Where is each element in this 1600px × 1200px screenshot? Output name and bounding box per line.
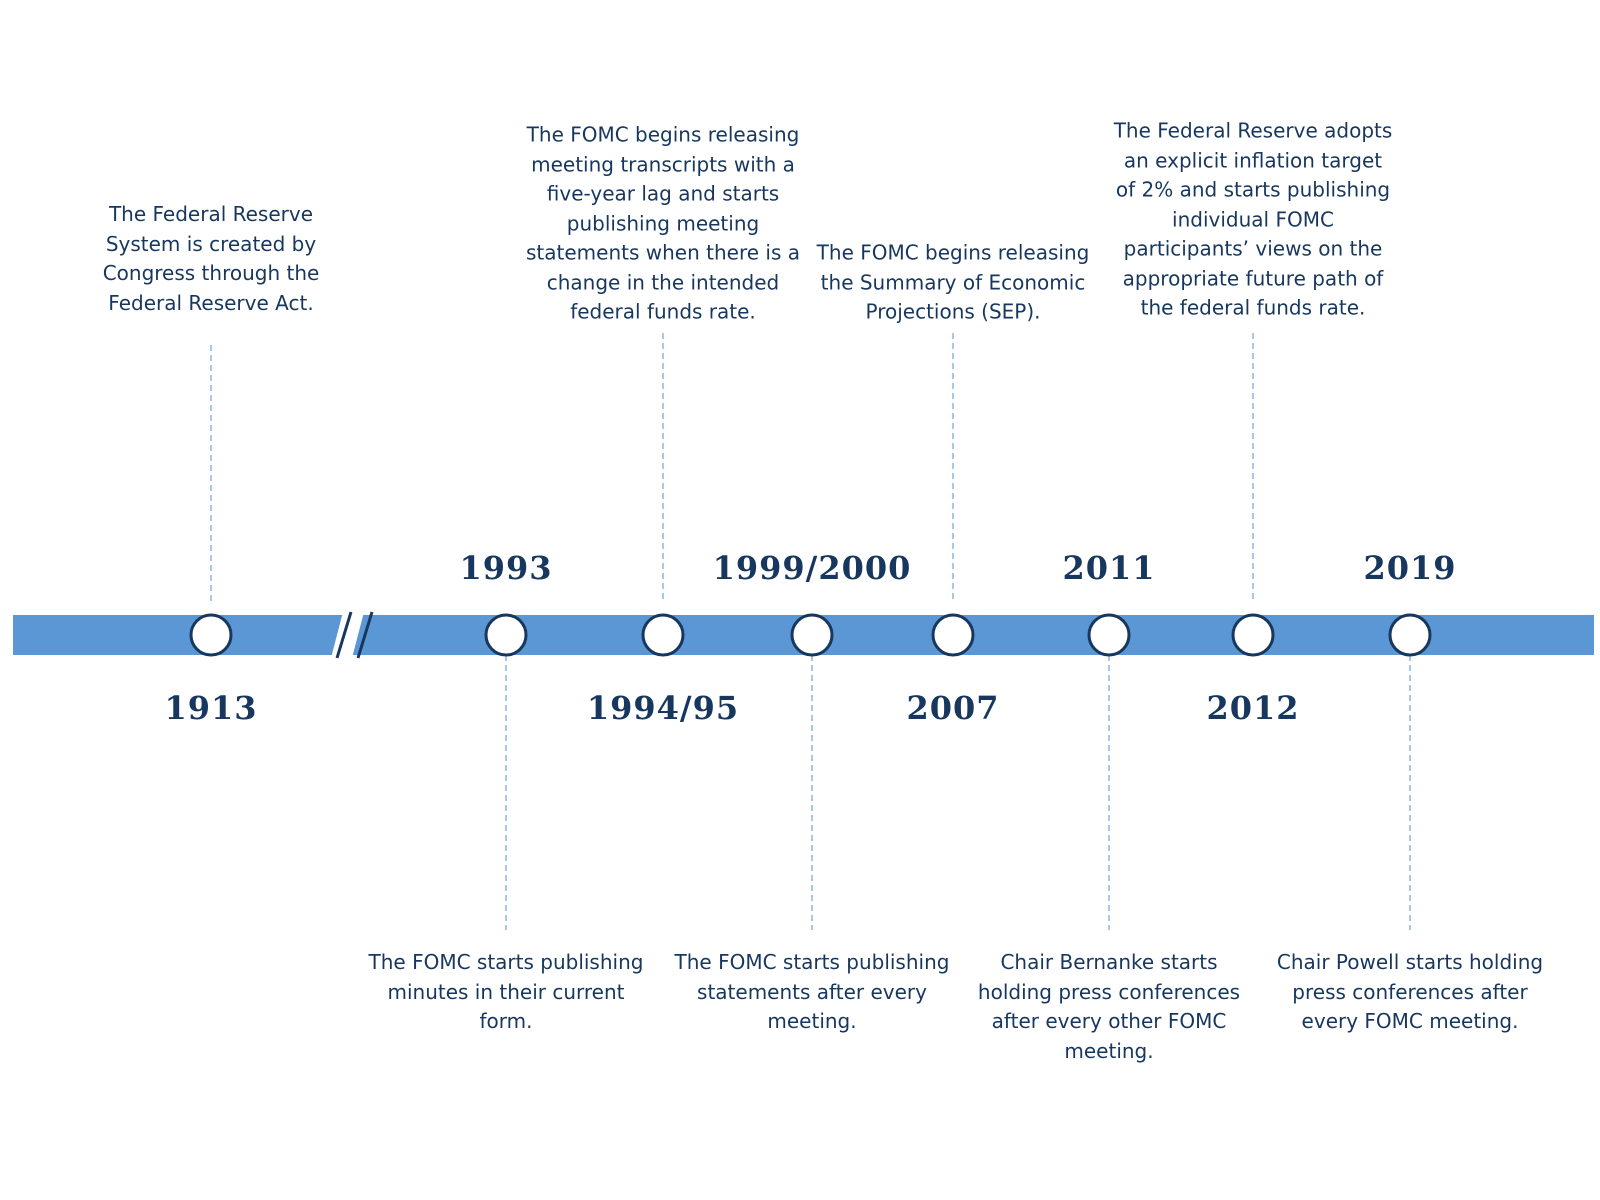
- event-year: 2007: [906, 689, 1000, 727]
- event-description: The FOMC begins releasing the Summary of…: [816, 240, 1090, 324]
- event-description: The Federal Reserve adopts an explicit i…: [1113, 118, 1393, 320]
- event-description: Chair Powell starts holding press confer…: [1276, 950, 1544, 1033]
- axis-break-slash-left: [335, 611, 353, 659]
- event-year: 2012: [1206, 689, 1300, 727]
- event-marker: [1388, 613, 1432, 657]
- event-marker: [931, 613, 975, 657]
- event-marker: [790, 613, 834, 657]
- axis-break-slash-right: [356, 611, 374, 659]
- event-description: The FOMC starts publishing statements af…: [674, 950, 950, 1033]
- axis-break: [331, 611, 374, 659]
- event-year: 1913: [164, 689, 258, 727]
- event-year: 1994/95: [586, 689, 740, 727]
- event-marker: [484, 613, 528, 657]
- event-year: 1999/2000: [712, 549, 912, 587]
- event-description: The FOMC starts publishing minutes in th…: [368, 950, 644, 1033]
- event-year: 1993: [459, 549, 553, 587]
- event-marker: [189, 613, 233, 657]
- connectors: [210, 333, 1411, 930]
- event-year: 2019: [1363, 549, 1457, 587]
- event-marker: [1231, 613, 1275, 657]
- event-description: The FOMC begins releasing meeting transc…: [526, 122, 800, 324]
- event-marker: [1087, 613, 1131, 657]
- event-year: 2011: [1062, 549, 1156, 587]
- event-description: Chair Bernanke starts holding press conf…: [977, 950, 1241, 1063]
- event-description: The Federal Reserve System is created by…: [102, 202, 320, 315]
- event-marker: [641, 613, 685, 657]
- event-markers: [189, 613, 1432, 657]
